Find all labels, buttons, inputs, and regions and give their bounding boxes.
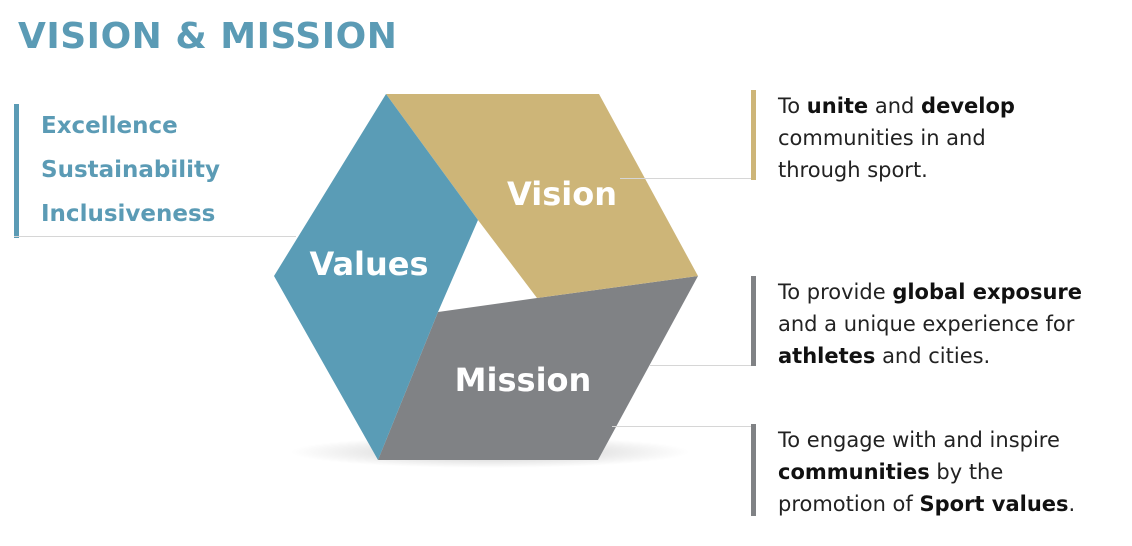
segment-label-vision: Vision bbox=[507, 175, 617, 213]
statement-line: and a unique experience for bbox=[778, 308, 1082, 340]
vision-segment bbox=[386, 94, 698, 298]
statement-text: through sport. bbox=[778, 158, 928, 182]
statement-line: through sport. bbox=[778, 154, 1015, 186]
page-title: VISION & MISSION bbox=[18, 16, 398, 57]
statement-text: To engage with and inspire bbox=[778, 428, 1060, 452]
mission-statement-2: To engage with and inspire communities by… bbox=[751, 424, 1075, 516]
values-list: Excellence Sustainability Inclusiveness bbox=[14, 104, 220, 238]
statement-text: communities in and bbox=[778, 126, 986, 150]
statement-text: and bbox=[868, 94, 922, 118]
statement-text: promotion of bbox=[778, 492, 920, 516]
values-segment bbox=[274, 94, 478, 460]
mission-connector-line-2 bbox=[612, 426, 752, 427]
statement-text: To bbox=[778, 94, 807, 118]
vision-connector-line bbox=[620, 178, 752, 179]
statement-line: To unite and develop bbox=[778, 90, 1015, 122]
statement-emphasis: athletes bbox=[778, 344, 876, 368]
value-item-excellence: Excellence bbox=[41, 113, 178, 139]
values-connector-line bbox=[14, 236, 296, 237]
statement-emphasis: unite bbox=[806, 94, 869, 118]
statement-emphasis: communities bbox=[778, 460, 930, 484]
statement-line: To engage with and inspire bbox=[778, 424, 1075, 456]
statement-line: communities by the bbox=[778, 456, 1075, 488]
statement-emphasis: Sport values bbox=[919, 492, 1069, 516]
statement-text: and cities. bbox=[875, 344, 991, 368]
statement-line: communities in and bbox=[778, 122, 1015, 154]
statement-emphasis: develop bbox=[921, 94, 1015, 118]
vision-statement: To unite and develop communities in and th… bbox=[751, 90, 1015, 182]
statement-line: promotion of Sport values. bbox=[778, 488, 1075, 520]
statement-text: To provide bbox=[778, 280, 893, 304]
mission-segment bbox=[378, 276, 698, 460]
value-item-sustainability: Sustainability bbox=[41, 157, 221, 183]
statement-text: . bbox=[1068, 492, 1076, 516]
statement-line: athletes and cities. bbox=[778, 340, 1082, 372]
mission-statement-1: To provide global exposure and a unique e… bbox=[751, 276, 1082, 368]
segment-label-values: Values bbox=[309, 245, 428, 283]
segment-label-mission: Mission bbox=[455, 361, 592, 399]
mission-connector-line-1 bbox=[650, 365, 752, 366]
value-item-inclusiveness: Inclusiveness bbox=[41, 201, 216, 227]
statement-text: by the bbox=[929, 460, 1004, 484]
statement-emphasis: global exposure bbox=[892, 280, 1082, 304]
statement-line: To provide global exposure bbox=[778, 276, 1082, 308]
statement-text: and a unique experience for bbox=[778, 312, 1075, 336]
